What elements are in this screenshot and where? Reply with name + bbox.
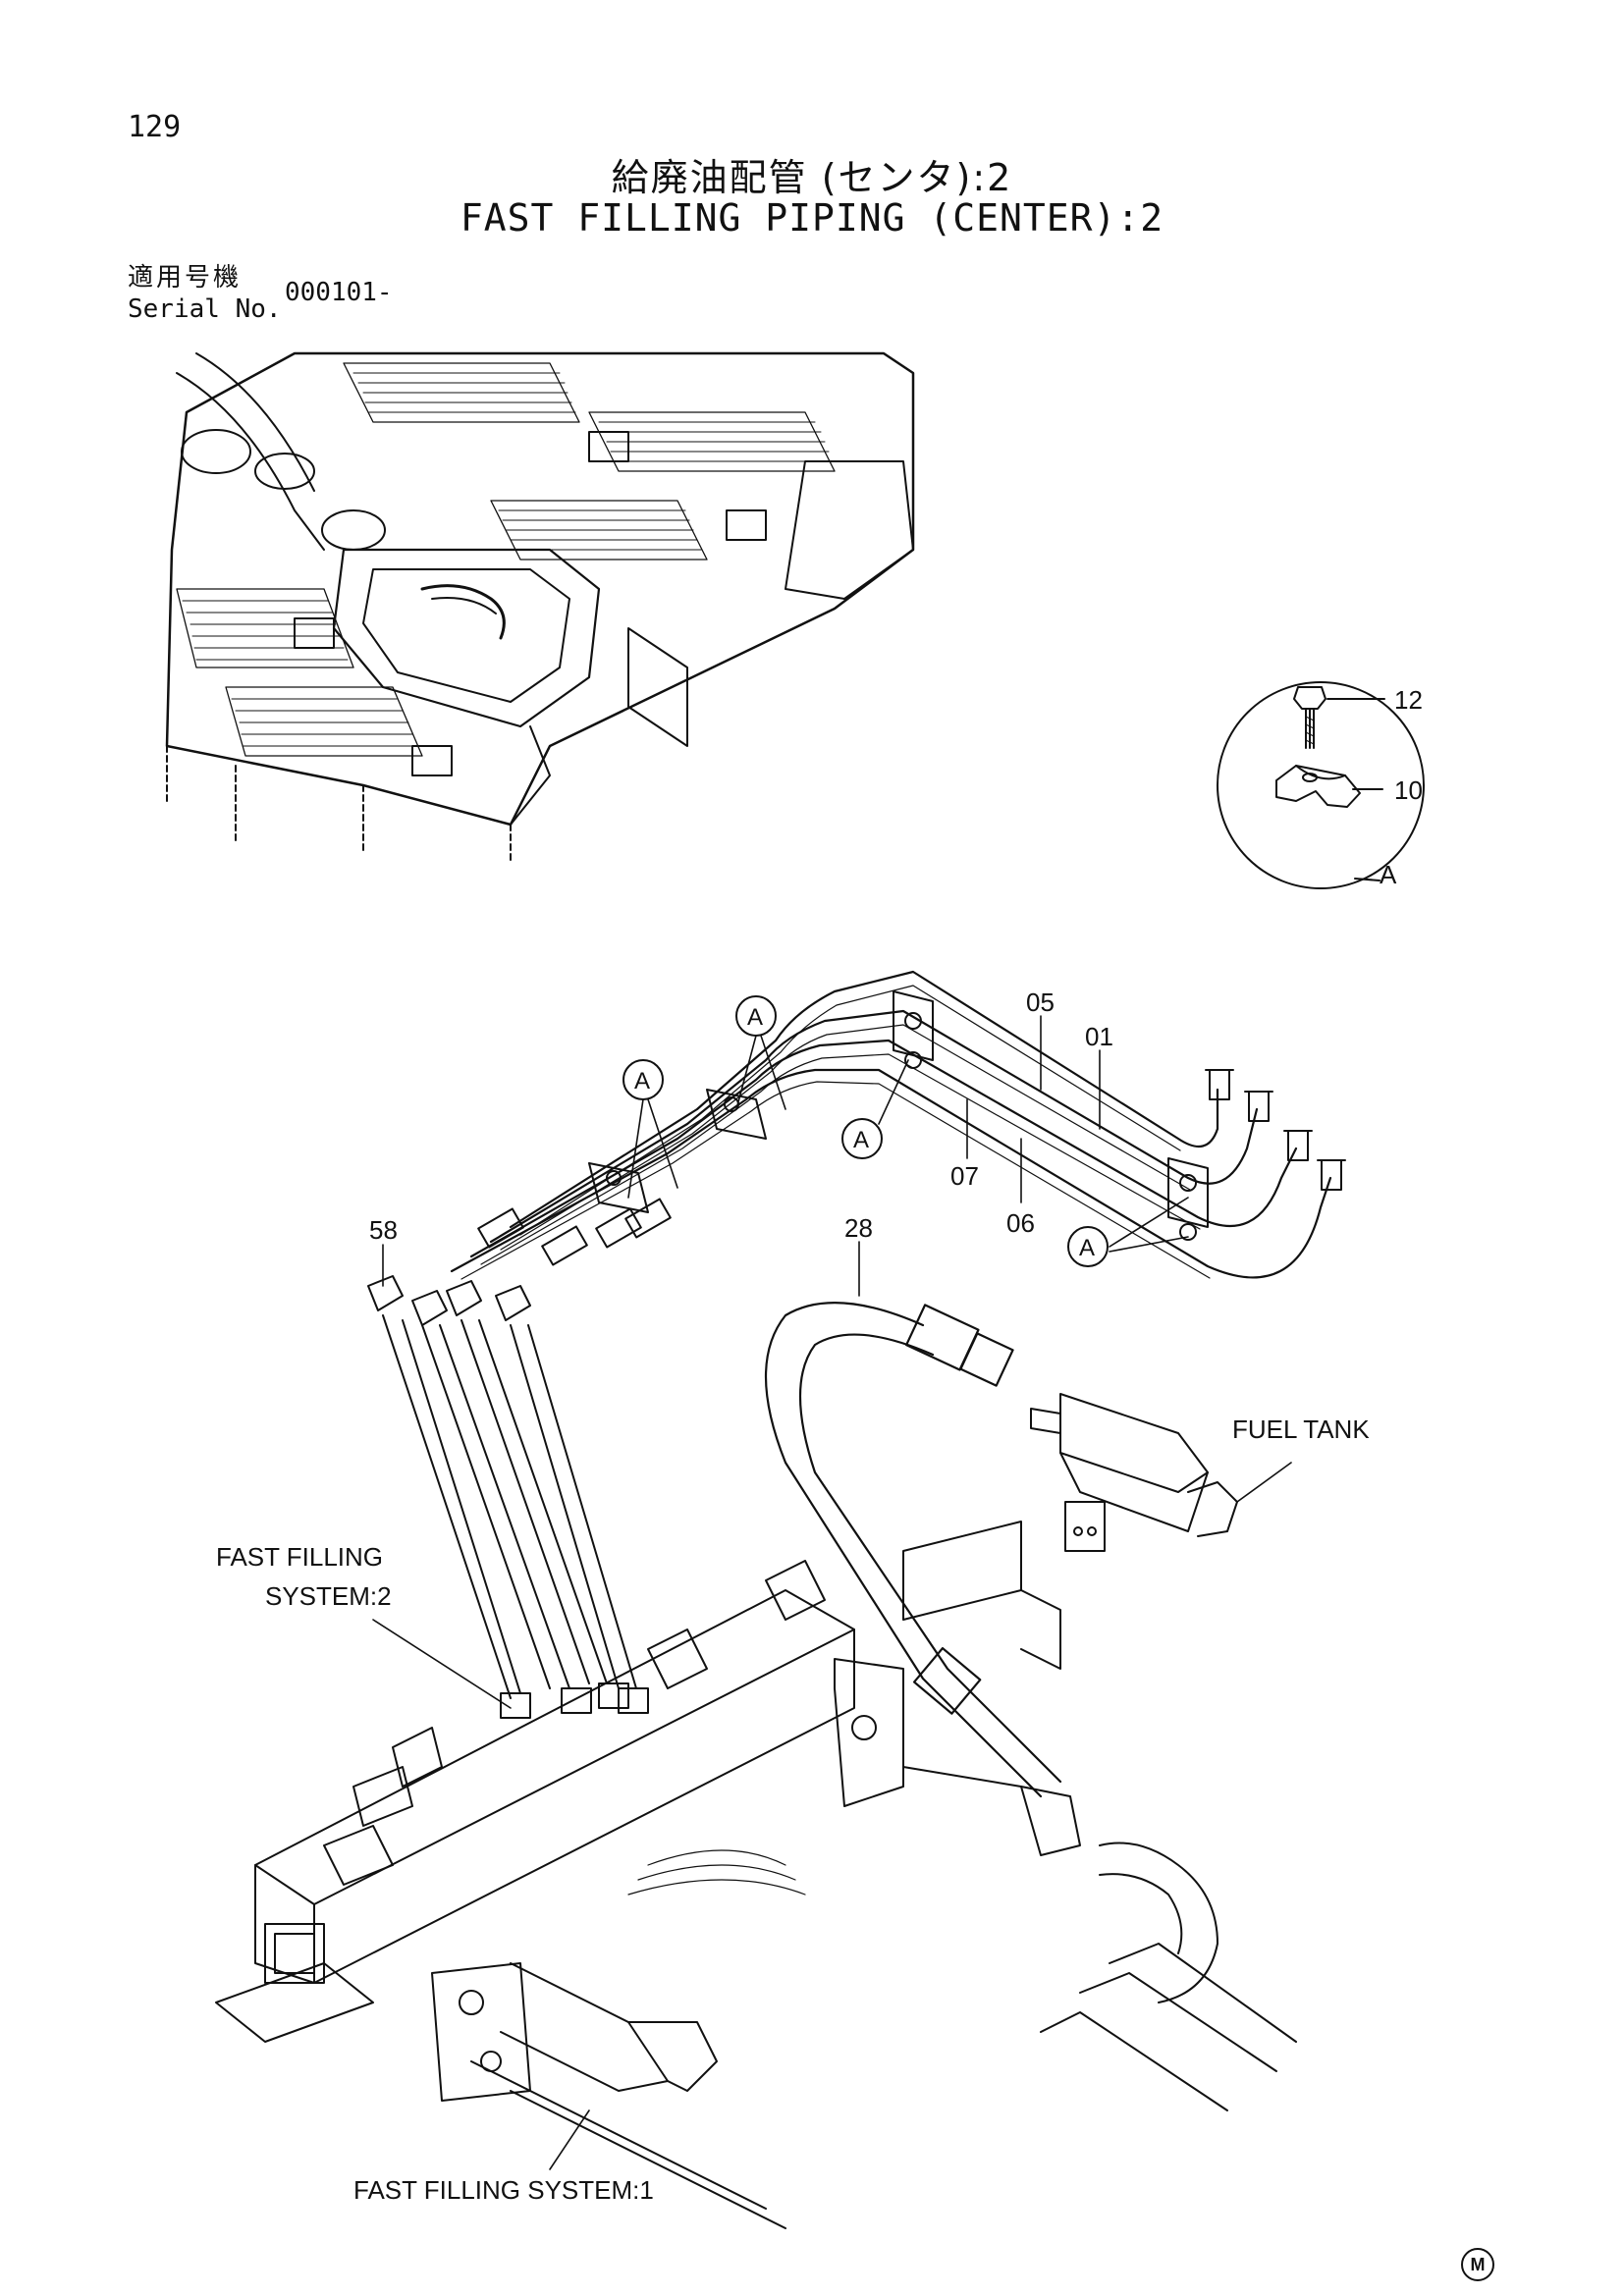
- part-label-07: 07: [950, 1161, 979, 1191]
- fast-filling-system-2-label-line2: SYSTEM:2: [265, 1581, 392, 1611]
- serial-number-value: 000101-: [285, 278, 393, 307]
- callout-circles: [623, 995, 1109, 1267]
- part-label-58: 58: [369, 1215, 398, 1245]
- title-english: FAST FILLING PIPING (CENTER):2: [460, 196, 1164, 240]
- overview-frame-illustration: [165, 351, 915, 865]
- pipe-unions: [477, 1198, 672, 1266]
- bolt-part-12: [1293, 686, 1326, 749]
- part-label-05: 05: [1026, 988, 1055, 1017]
- title-japanese: 給廃油配管 (センタ):2: [611, 156, 1013, 199]
- pipe-clamps: [588, 990, 1209, 1241]
- callout-a-1: A: [634, 1068, 650, 1095]
- callout-a-4: A: [1079, 1235, 1095, 1261]
- lower-frame-structure: [215, 1521, 1297, 2229]
- part-label-06: 06: [1006, 1208, 1035, 1238]
- fast-filling-system-2-label-line1: FAST FILLING: [216, 1542, 383, 1572]
- part-label-28: 28: [844, 1213, 873, 1243]
- clamp-plate-part-10: [1275, 765, 1361, 808]
- pipe-end-fittings: [1205, 1069, 1346, 1191]
- page-number: 129: [128, 110, 182, 144]
- hose-couplings-system-2: [500, 1682, 649, 1719]
- hose-part-28: [765, 1302, 1062, 1798]
- detail-a-label: A: [1380, 860, 1397, 889]
- fuel-tank-valve: [1030, 1393, 1238, 1552]
- part-label-10: 10: [1394, 775, 1423, 805]
- main-piping-assembly: [367, 970, 1346, 1798]
- leader-lines: [372, 1015, 1292, 2170]
- fast-filling-system-1-label: FAST FILLING SYSTEM:1: [353, 2175, 654, 2205]
- callout-a-3: A: [853, 1127, 869, 1153]
- callout-a-2: A: [747, 1004, 763, 1031]
- part-label-12: 12: [1394, 685, 1423, 715]
- hoses-to-fast-filling-system-2: [382, 1314, 637, 1699]
- part-label-01: 01: [1085, 1022, 1113, 1051]
- elbow-fittings-part-58: [367, 1275, 531, 1326]
- footer-m-mark: M: [1461, 2248, 1494, 2281]
- serial-label-japanese: 適用号機: [128, 263, 243, 293]
- serial-label-english: Serial No.: [128, 294, 282, 324]
- fuel-tank-label: FUEL TANK: [1232, 1415, 1370, 1444]
- detail-a-view: [1217, 681, 1425, 889]
